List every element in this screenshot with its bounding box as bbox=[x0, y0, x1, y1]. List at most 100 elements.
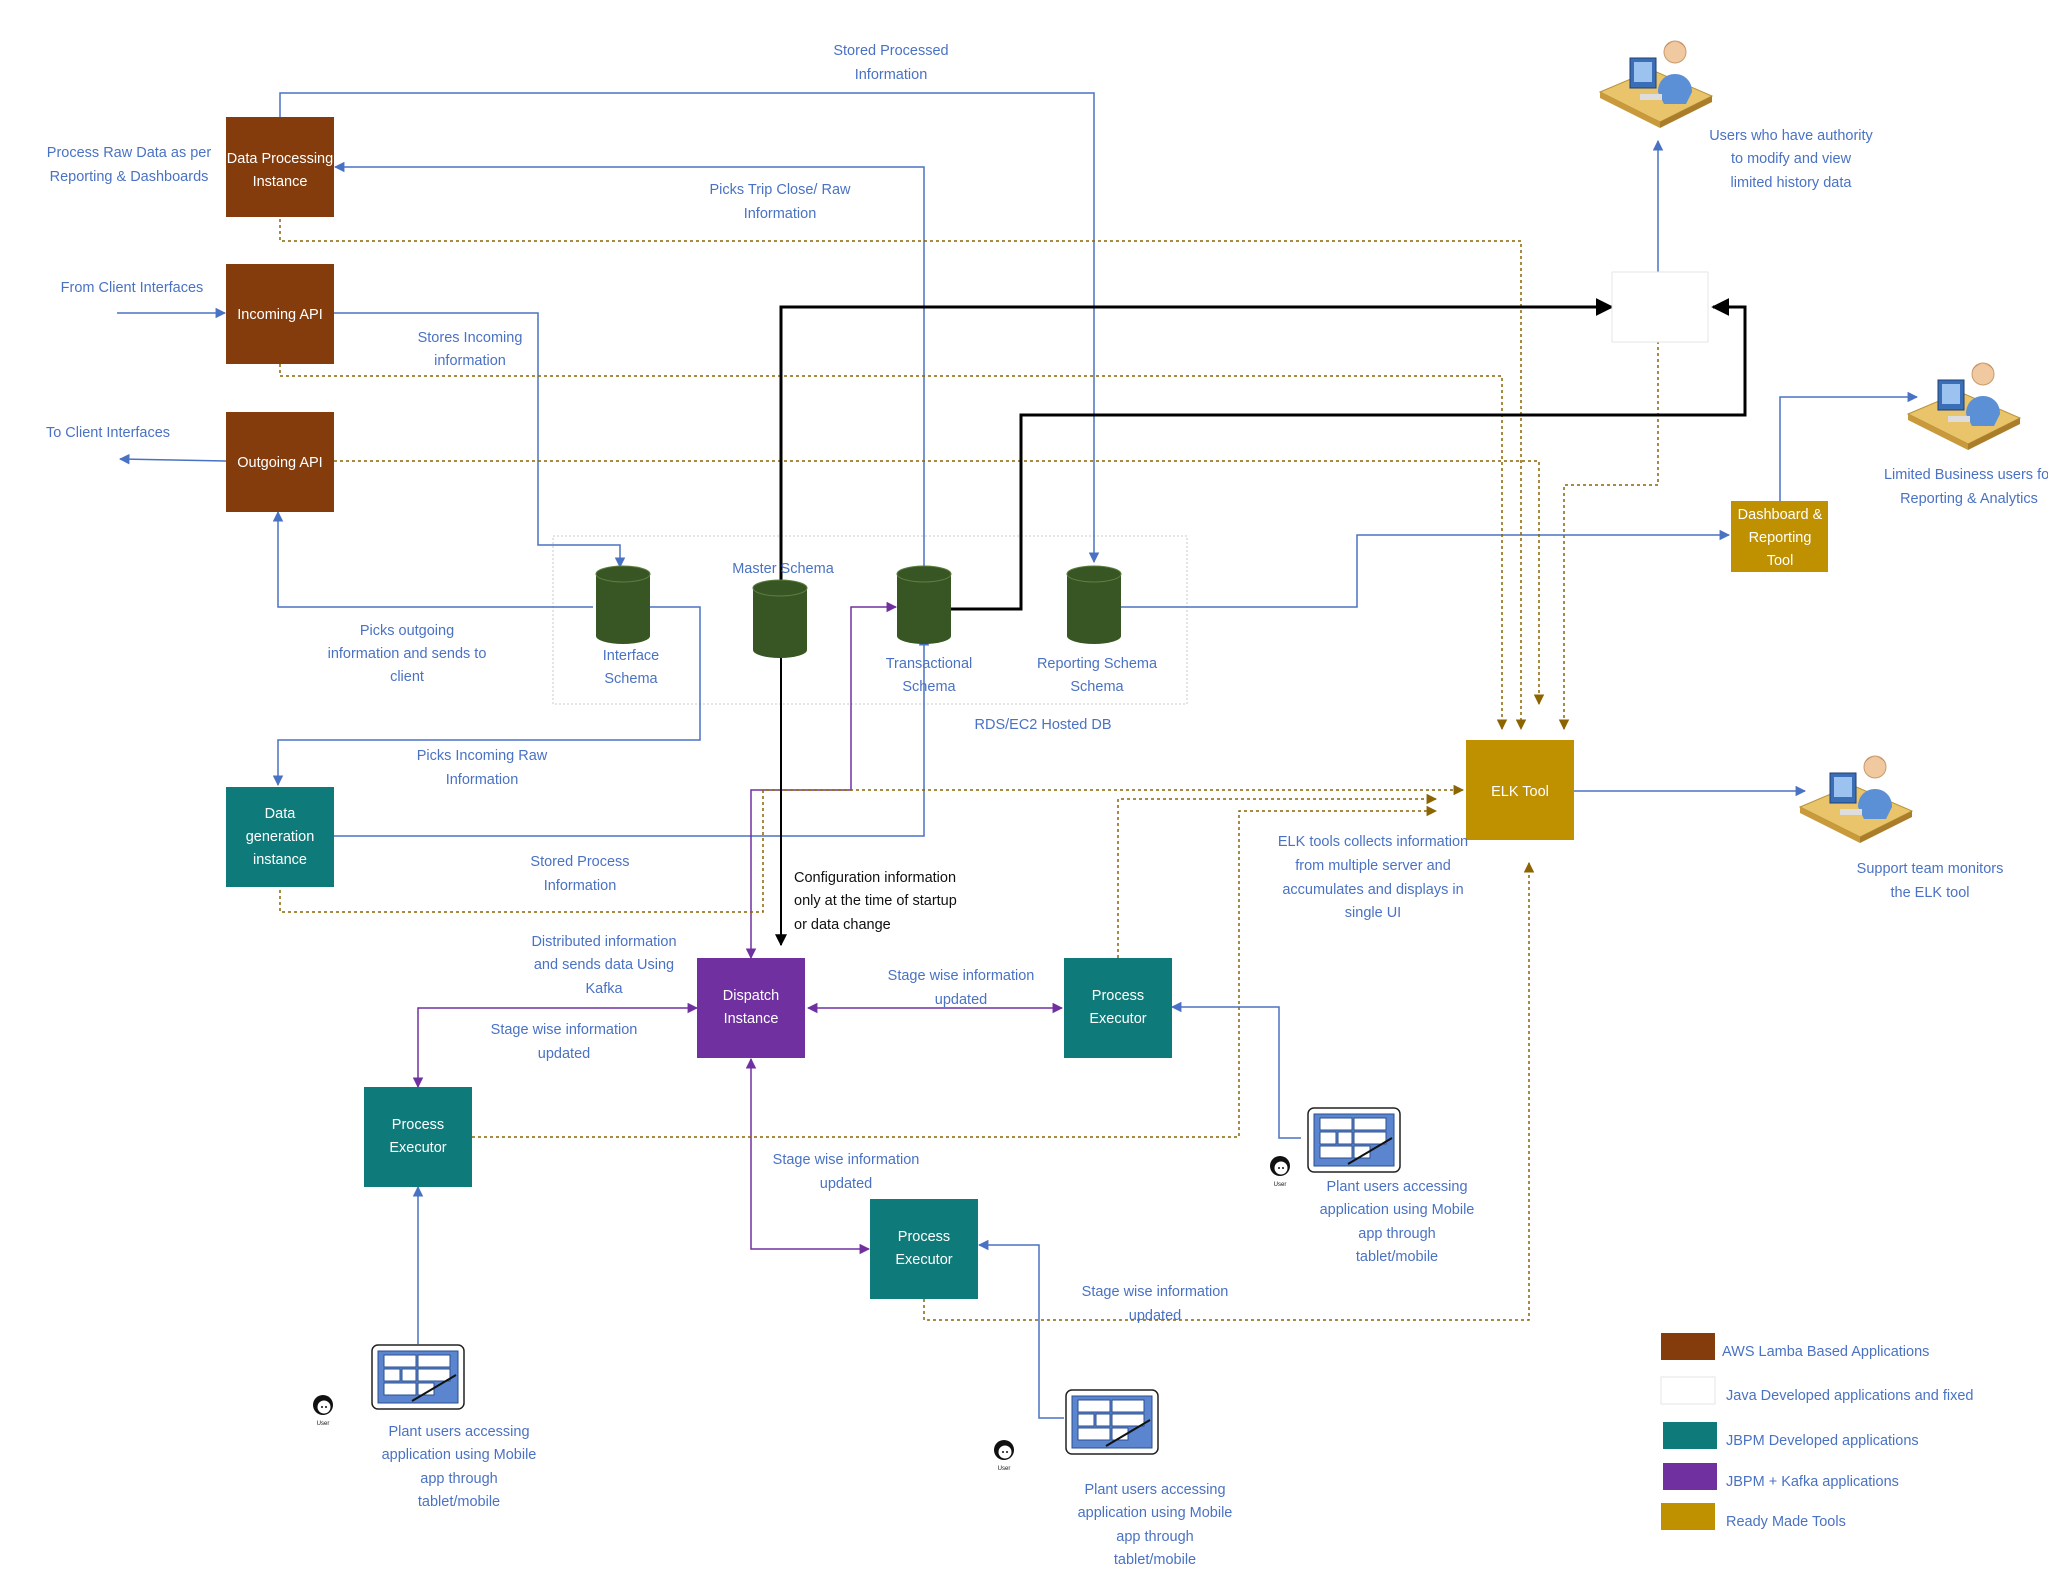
label-from-client: From Client Interfaces bbox=[61, 280, 204, 296]
flow-log-data-processing bbox=[279, 207, 1527, 731]
icons: User User User bbox=[313, 40, 2022, 1472]
legend-swatch-ready bbox=[1661, 1503, 1715, 1530]
tablet-icon-left bbox=[371, 1344, 465, 1410]
box-incoming-api[interactable]: Incoming API bbox=[226, 264, 334, 364]
label-to-client: To Client Interfaces bbox=[46, 425, 170, 441]
business-desk-user-icon bbox=[1906, 362, 2022, 450]
flow-log-incoming-api bbox=[279, 364, 1508, 731]
legend-swatch-java bbox=[1660, 1376, 1716, 1405]
legend-item: JBPM + Kafka applications bbox=[1663, 1463, 1899, 1490]
legend-label-kafka: JBPM + Kafka applications bbox=[1726, 1474, 1899, 1490]
flow-dashboard-to-business bbox=[1779, 391, 1919, 501]
legend: AWS Lamba Based Applications Java Develo… bbox=[1660, 1333, 1973, 1530]
user-icon-label: User bbox=[1274, 1182, 1287, 1188]
legend-label-aws: AWS Lamba Based Applications bbox=[1722, 1344, 1929, 1360]
legend-label-jbpm: JBPM Developed applications bbox=[1726, 1433, 1919, 1449]
transactional-schema-db-icon[interactable] bbox=[896, 565, 952, 644]
flow-stored-processed bbox=[279, 92, 1100, 564]
user-icon-label: User bbox=[317, 1421, 330, 1427]
user-icon-label: User bbox=[998, 1466, 1011, 1472]
flow-picks-incoming-raw bbox=[272, 606, 701, 787]
flow-picks-trip-close bbox=[333, 161, 925, 607]
flow-tablet-to-pe-bottom bbox=[977, 1239, 1064, 1419]
legend-swatch-jbpm bbox=[1663, 1422, 1717, 1449]
master-schema-db-icon[interactable] bbox=[752, 579, 808, 658]
legend-item: Ready Made Tools bbox=[1661, 1503, 1846, 1530]
flow-transactional-to-java-app bbox=[951, 298, 1747, 611]
flow-log-pe-left bbox=[472, 805, 1438, 1138]
reporting-schema-db-icon[interactable] bbox=[1066, 565, 1122, 644]
flow-tablet-to-pe-right bbox=[1170, 1001, 1301, 1139]
user-avatar-icon-left: User bbox=[313, 1395, 333, 1427]
flow-dispatch-pe-bottom bbox=[745, 1057, 871, 1255]
connectors bbox=[117, 92, 1919, 1419]
box-outgoing-api[interactable]: Outgoing API bbox=[226, 412, 334, 512]
legend-item: JBPM Developed applications bbox=[1663, 1422, 1919, 1449]
legend-swatch-aws bbox=[1661, 1333, 1715, 1360]
interface-schema-db-icon[interactable] bbox=[595, 565, 651, 644]
legend-item: Java Developed applications and fixed bbox=[1660, 1376, 1973, 1405]
flow-log-pe-right bbox=[1117, 793, 1438, 958]
tablet-icon-right bbox=[1307, 1107, 1401, 1173]
legend-swatch-kafka bbox=[1663, 1463, 1717, 1490]
db-group-boundary bbox=[552, 535, 1188, 705]
user-avatar-icon-bottom: User bbox=[994, 1440, 1014, 1472]
flow-log-pe-bottom bbox=[923, 861, 1535, 1321]
box-elk-tool[interactable]: ELK Tool bbox=[1466, 740, 1574, 840]
legend-item: AWS Lamba Based Applications bbox=[1661, 1333, 1929, 1360]
legend-label-java: Java Developed applications and fixed bbox=[1726, 1388, 1973, 1404]
legend-label-ready: Ready Made Tools bbox=[1726, 1514, 1846, 1530]
box-elk-label: ELK Tool bbox=[1491, 784, 1549, 800]
flow-log-java-app bbox=[1558, 341, 1659, 731]
db-group-label: RDS/EC2 Hosted DB bbox=[975, 717, 1112, 733]
box-incoming-api-label: Incoming API bbox=[237, 307, 322, 323]
flow-dispatch-pe-left bbox=[412, 1002, 699, 1089]
flow-stores-incoming bbox=[334, 312, 626, 569]
flow-log-data-generation bbox=[279, 784, 1465, 913]
box-java-application[interactable] bbox=[1611, 271, 1709, 343]
support-desk-user-icon bbox=[1798, 755, 1914, 843]
flow-to-client bbox=[118, 453, 227, 465]
flow-stored-process-info bbox=[334, 634, 930, 837]
user-avatar-icon-right: User bbox=[1270, 1156, 1290, 1188]
admin-desk-user-icon bbox=[1598, 40, 1714, 128]
flow-picks-outgoing bbox=[272, 510, 593, 608]
